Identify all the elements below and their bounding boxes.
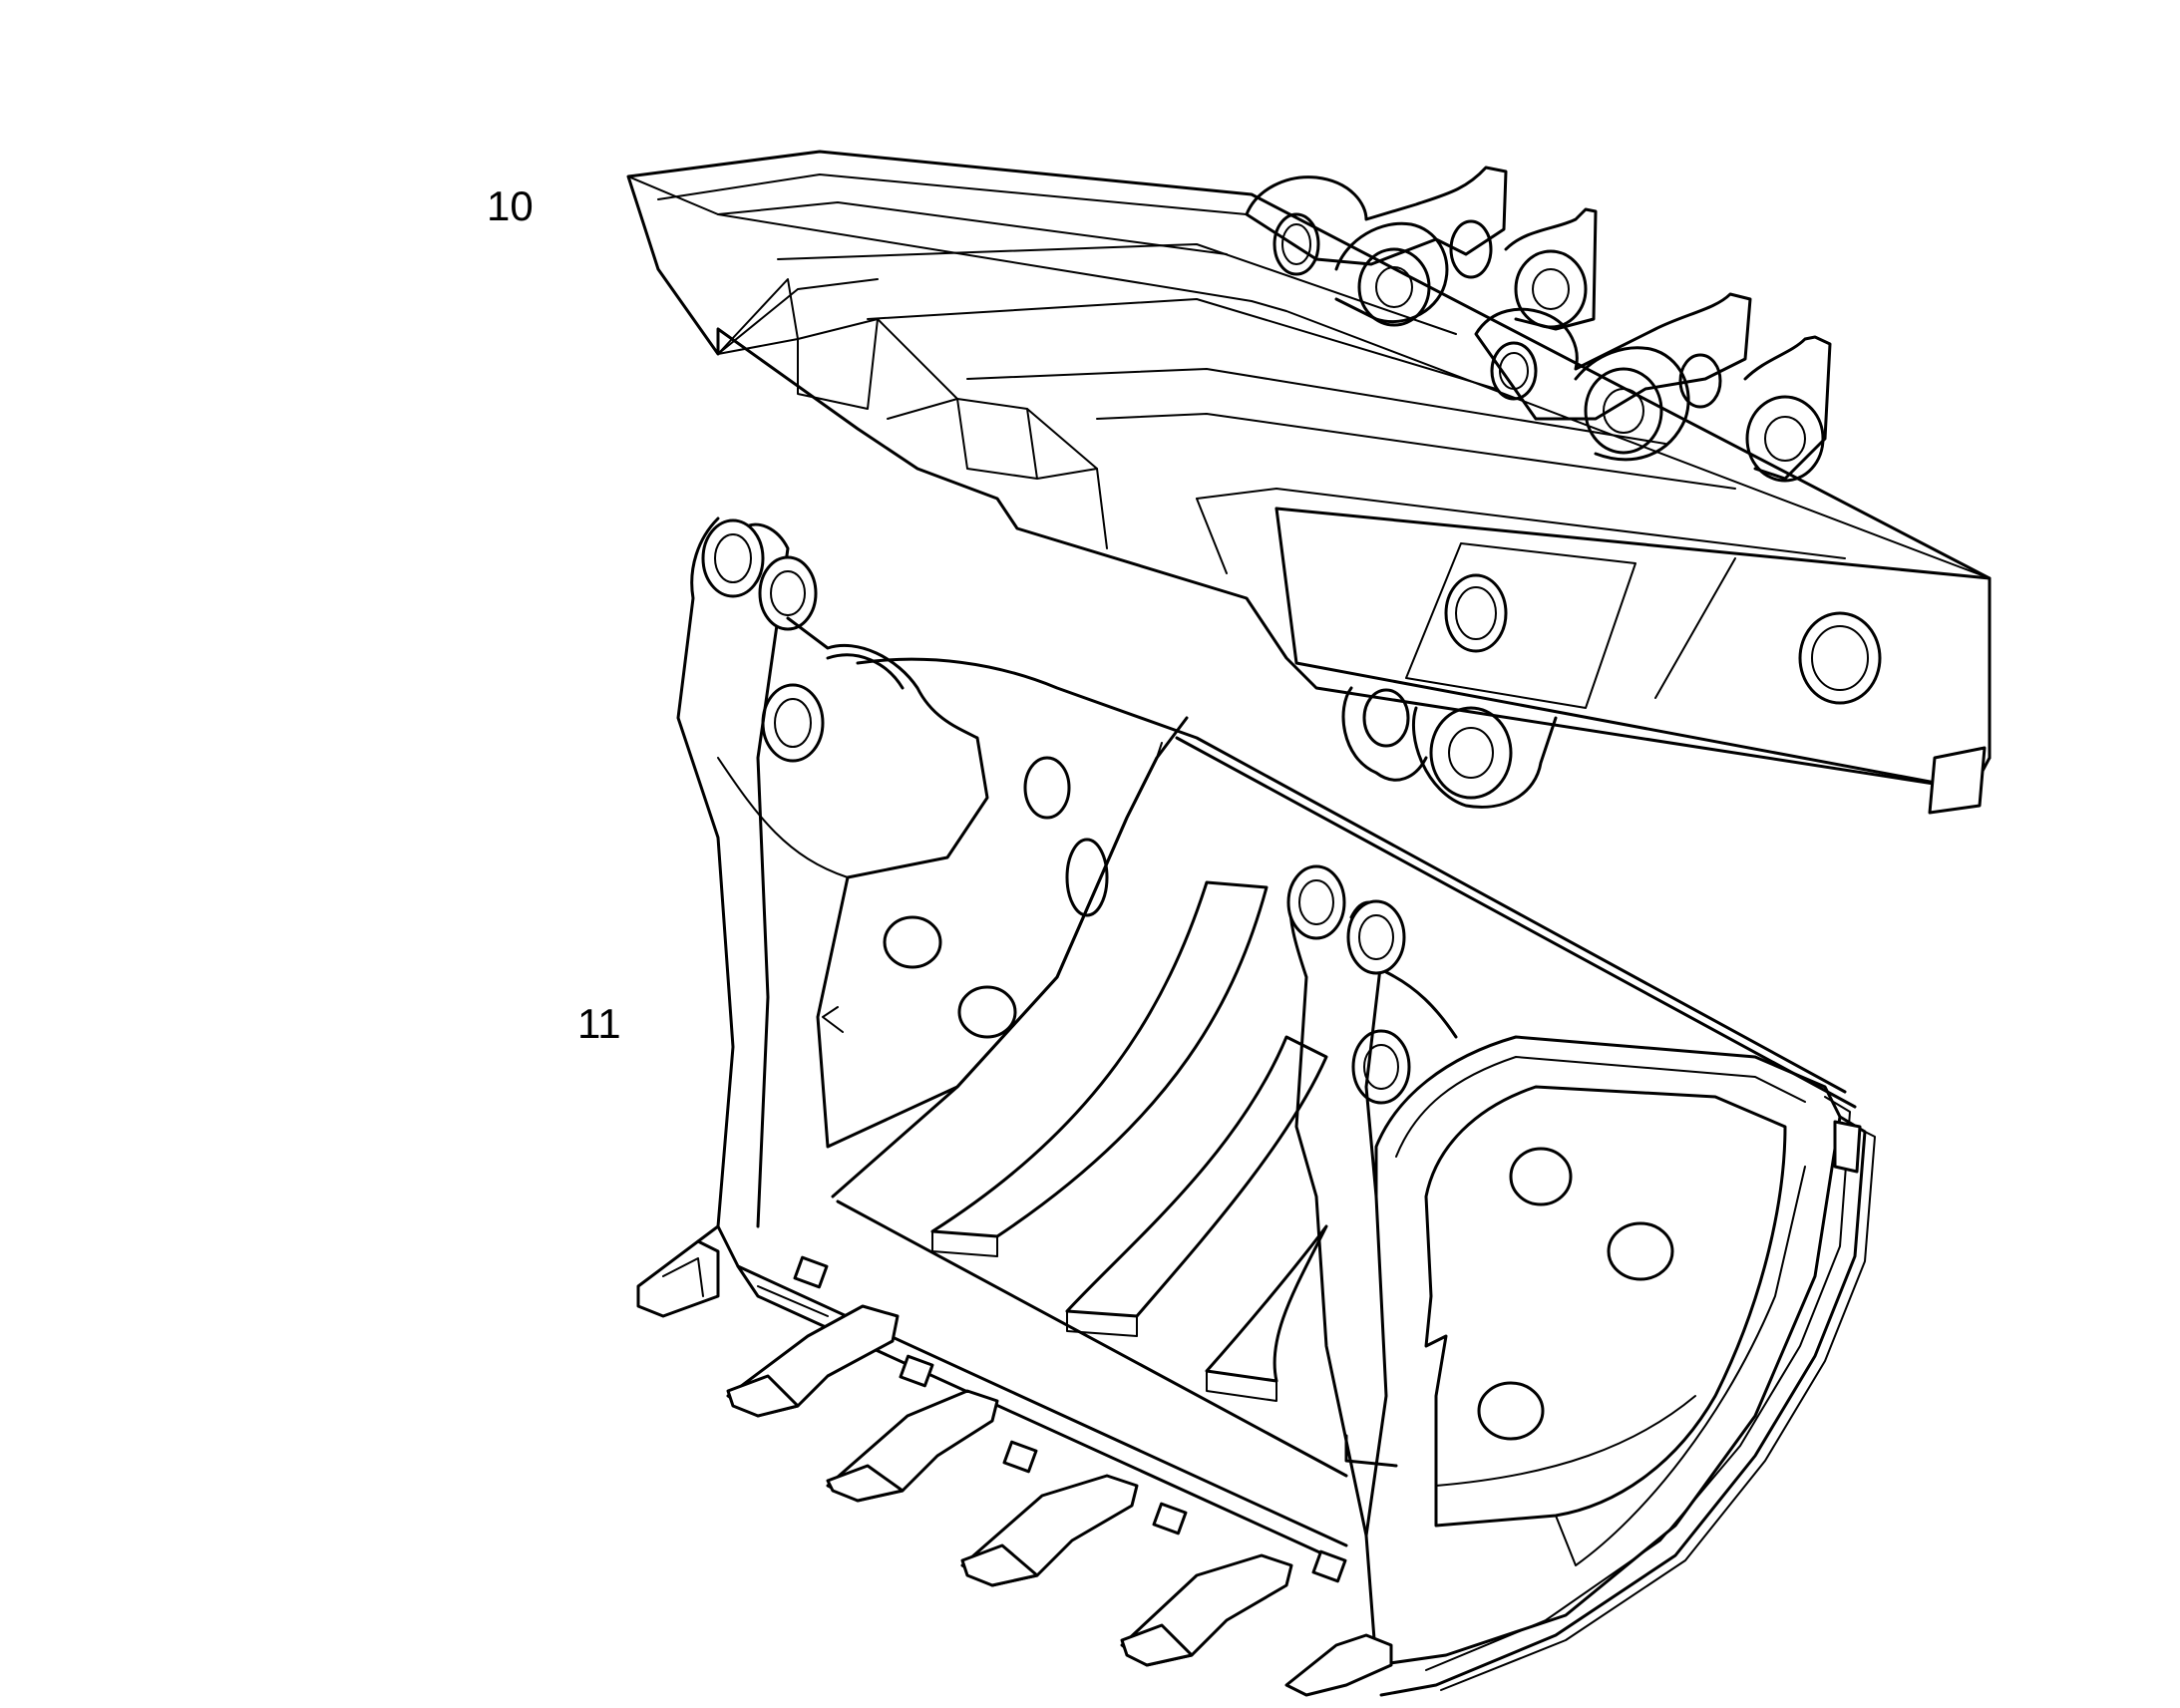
part-10-frame [626, 150, 1992, 815]
part-11-bucket [636, 516, 1876, 1697]
teeth-bolts [793, 1255, 1347, 1583]
teeth [636, 1239, 1393, 1697]
callout-11-label: 11 [577, 1000, 621, 1047]
callout-10-label: 10 [487, 182, 534, 229]
